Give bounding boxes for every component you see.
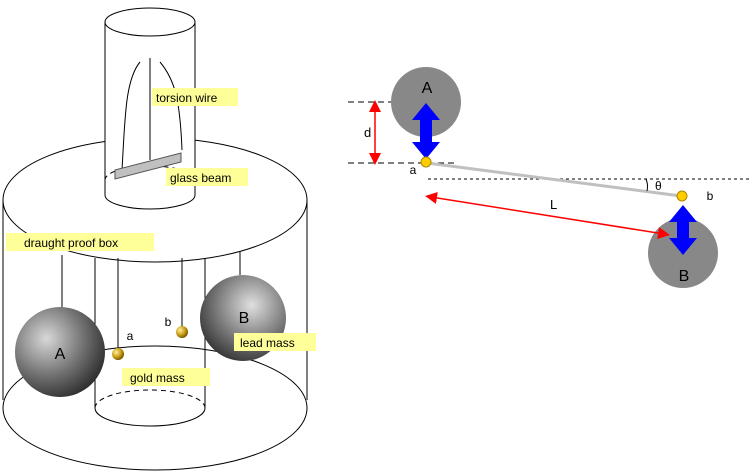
lead-mass-B-letter: B	[239, 310, 250, 327]
gold-mass-a-letter: a	[127, 329, 134, 343]
top-gold-mass-a	[420, 156, 432, 168]
inner-tube-bottom-front	[94, 407, 206, 427]
dimension-L-arrow	[425, 192, 670, 239]
lead-mass-A	[15, 307, 105, 397]
torsion-wire-label-bg	[152, 88, 238, 106]
top-gold-mass-b-letter: b	[707, 189, 714, 203]
glass-beam-label: glass beam	[170, 171, 231, 185]
glass-beam-label-bg	[166, 168, 248, 186]
gold-mass-b	[176, 326, 188, 338]
tube-curve-inner	[121, 61, 141, 171]
top-lead-mass-A-letter: A	[422, 80, 433, 97]
dimension-L-label: L	[550, 197, 557, 212]
inner-tube-bottom-back	[94, 389, 206, 409]
top-lead-mass-A	[391, 67, 461, 137]
box-bottom-ellipse	[2, 345, 308, 471]
top-lead-mass-B-letter: B	[679, 268, 690, 285]
upper-tube-top	[104, 7, 196, 37]
top-beam	[426, 161, 682, 198]
dimension-d-label: d	[364, 125, 371, 140]
gold-mass-a	[112, 348, 124, 360]
gold-mass-b-letter: b	[165, 315, 172, 329]
force-arrow-A	[412, 103, 440, 159]
top-view-drawing: A B a b d L θ	[348, 67, 750, 288]
gold-mass-label-bg	[122, 368, 210, 386]
gold-mass-label: gold mass	[130, 371, 185, 385]
top-gold-mass-a-letter: a	[410, 163, 417, 177]
draught-box-label-bg	[6, 233, 154, 251]
force-arrow-B	[669, 205, 697, 255]
theta-arc	[645, 178, 648, 192]
lead-mass-label: lead mass	[240, 336, 295, 350]
theta-label: θ	[655, 179, 662, 193]
lead-mass-label-bg	[234, 333, 316, 351]
glass-beam	[114, 152, 182, 180]
lead-mass-A-letter: A	[55, 346, 66, 363]
apparatus-drawing: A B a b torsion wire glass beam draught …	[2, 7, 316, 471]
torsion-wire-label: torsion wire	[156, 91, 218, 105]
top-gold-mass-b	[676, 190, 688, 202]
draught-box-label: draught proof box	[24, 236, 118, 250]
